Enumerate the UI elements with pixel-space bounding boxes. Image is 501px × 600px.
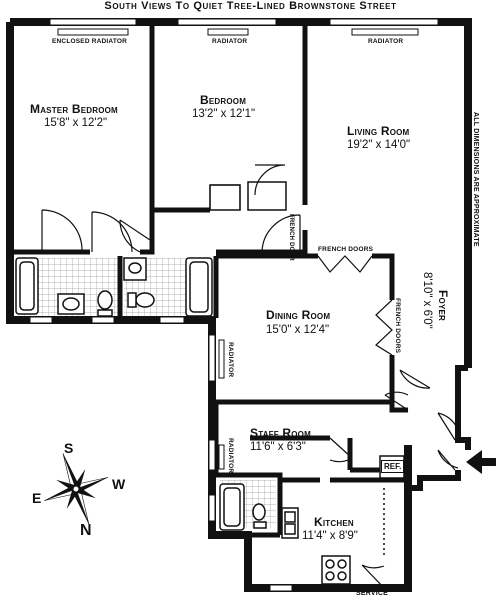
kitchen-name: Kitchen bbox=[314, 515, 354, 529]
foyer-dims: 8'10" x 6'0" bbox=[421, 272, 433, 329]
stove bbox=[321, 555, 351, 585]
foyer-walls bbox=[408, 365, 471, 491]
staff-room-dims: 11'6" x 6'3" bbox=[250, 441, 306, 453]
approx-note: ALL DIMENSIONS ARE APPROXIMATE bbox=[472, 112, 479, 247]
dining-room-name: Dining Room bbox=[266, 308, 331, 322]
kitchen-dims: 11'4" x 8'9" bbox=[302, 530, 358, 542]
living-room-dims: 19'2" x 14'0" bbox=[347, 139, 411, 151]
compass-south: S bbox=[64, 440, 74, 456]
compass-west: W bbox=[112, 476, 126, 492]
interior-walls bbox=[14, 26, 408, 538]
entry-arrow bbox=[466, 450, 496, 474]
radiator-label-staff: RADIATOR bbox=[227, 438, 234, 474]
bedroom-dims: 13'2" x 12'1" bbox=[192, 108, 256, 120]
french-doors-label-side: FRENCH DOORS bbox=[394, 298, 401, 354]
bedroom-name: Bedroom bbox=[200, 93, 247, 107]
compass-rose bbox=[43, 453, 109, 525]
windows bbox=[29, 18, 439, 592]
dining-room-dims: 15'0" x 12'4" bbox=[266, 324, 330, 336]
french-doors-label-top: FRENCH DOORS bbox=[318, 246, 374, 253]
service-label: SERVICE bbox=[356, 590, 389, 597]
doors bbox=[41, 164, 459, 589]
plan-title: South Views To Quiet Tree-Lined Brownsto… bbox=[104, 0, 397, 12]
bath-fixtures bbox=[15, 257, 267, 531]
ref-label: REF. bbox=[381, 460, 405, 473]
enclosed-radiator-label: ENCLOSED RADIATOR bbox=[52, 38, 128, 45]
living-room-name: Living Room bbox=[347, 124, 410, 138]
compass-north: N bbox=[80, 522, 92, 539]
radiator-label-living: RADIATOR bbox=[368, 38, 404, 45]
foyer-name: Foyer bbox=[436, 290, 450, 322]
closets bbox=[209, 181, 287, 211]
french-door-label: FRENCH DOOR bbox=[288, 214, 294, 261]
master-bedroom-name: Master Bedroom bbox=[30, 102, 118, 116]
radiators bbox=[57, 28, 419, 470]
staff-room-name: Staff Room bbox=[250, 426, 311, 440]
master-bedroom-dims: 15'8" x 12'2" bbox=[44, 117, 108, 129]
radiator-label-bedroom: RADIATOR bbox=[212, 38, 248, 45]
compass-east: E bbox=[32, 490, 42, 506]
radiator-label-dining: RADIATOR bbox=[227, 342, 234, 378]
